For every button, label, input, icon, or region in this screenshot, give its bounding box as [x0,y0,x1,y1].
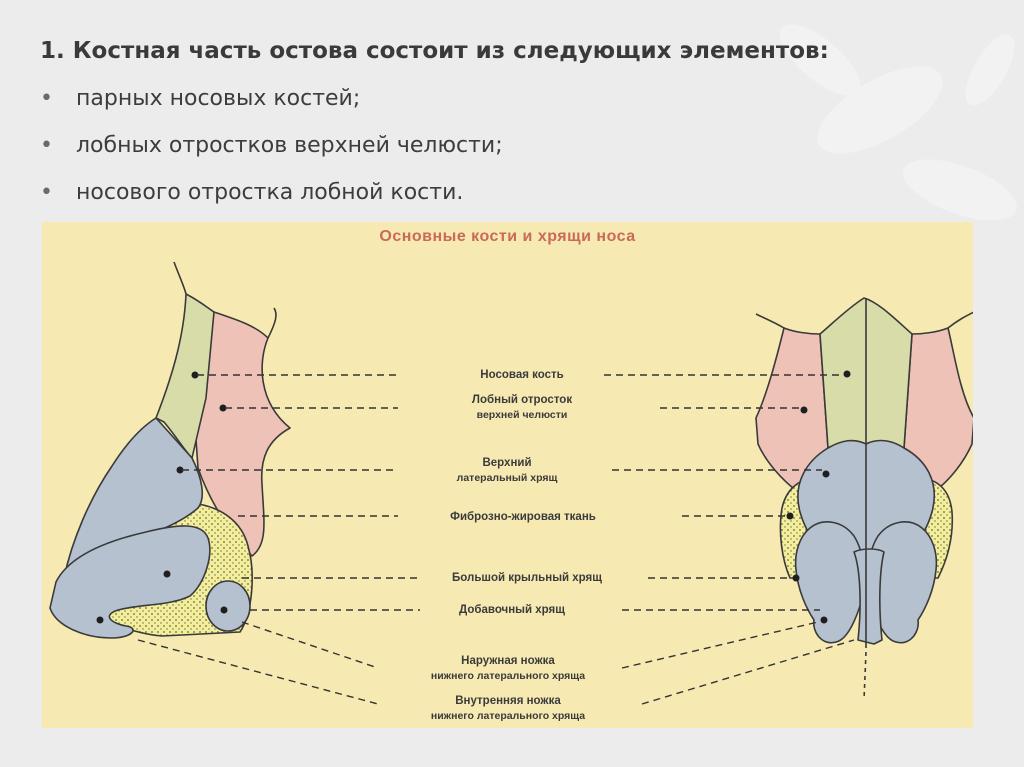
label-upper-lateral-cartilage: Верхний латеральный хрящ [392,456,622,486]
label-line1: Большой крыльный хрящ [452,572,602,584]
lateral-accessory-cartilage [205,580,251,632]
slide-title: 1. Костная часть остова состоит из следу… [40,38,829,64]
label-line2: нижнего латерального хряща [430,670,586,682]
bullet-text: носового отростка лобной кости. [76,180,464,205]
bullet-text: парных носовых костей; [76,86,361,111]
frontal-columella [853,548,885,645]
label-nasal-bone: Носовая кость [422,368,622,383]
label-line2: нижнего латерального хряща [430,710,586,722]
bullet-item: • парных носовых костей; [40,86,503,133]
lateral-view [49,261,291,639]
label-line2: латеральный хрящ [456,472,558,484]
bullet-item: • лобных отростков верхней челюсти; [40,133,503,180]
frontal-alar-left [794,521,866,644]
label-frontal-process: Лобный отросток верхней челюсти [422,393,622,423]
label-line1: Лобный отросток [471,394,573,406]
bullet-marker: • [40,133,53,158]
label-alar-cartilage: Большой крыльный хрящ [412,571,642,586]
bullet-text: лобных отростков верхней челюсти; [76,133,503,158]
frontal-face-left [755,313,785,329]
label-accessory-cartilage: Добавочный хрящ [412,603,612,618]
lateral-dorsum-line [173,261,187,295]
bullet-marker: • [40,86,53,111]
frontal-alar-right [866,521,938,644]
figure-title: Основные кости и хрящи носа [379,228,636,245]
label-fibrofatty: Фиброзно-жировая ткань [392,510,654,525]
nose-anatomy-figure: Основные кости и хрящи носа Носовая кост… [42,222,973,728]
leader-lines [137,374,855,705]
frontal-face-right [947,311,973,329]
label-medial-crus: Внутренняя ножка нижнего латерального хр… [378,694,638,724]
bullet-list: • парных носовых костей; • лобных отростко… [40,86,503,227]
lateral-nasal-bone [155,293,215,459]
label-line1: Верхний [482,457,532,469]
label-line2: верхней челюсти [476,409,568,421]
frontal-midline-lower [863,651,867,701]
label-line1: Наружная ножка [461,655,555,667]
bullet-marker: • [40,180,53,205]
nose-anatomy-drawing [49,261,973,705]
label-lateral-crus: Наружная ножка нижнего латерального хрящ… [378,654,638,684]
label-line1: Добавочный хрящ [459,604,565,616]
frontal-view [755,297,973,701]
label-line1: Фиброзно-жировая ткань [450,511,596,523]
lateral-alar-cartilage [49,525,211,639]
lateral-face-line [267,307,277,339]
label-line1: Носовая кость [480,369,564,381]
leader-dots [96,370,851,624]
label-line1: Внутренняя ножка [455,695,561,707]
bullet-item: • носового отростка лобной кости. [40,180,503,227]
